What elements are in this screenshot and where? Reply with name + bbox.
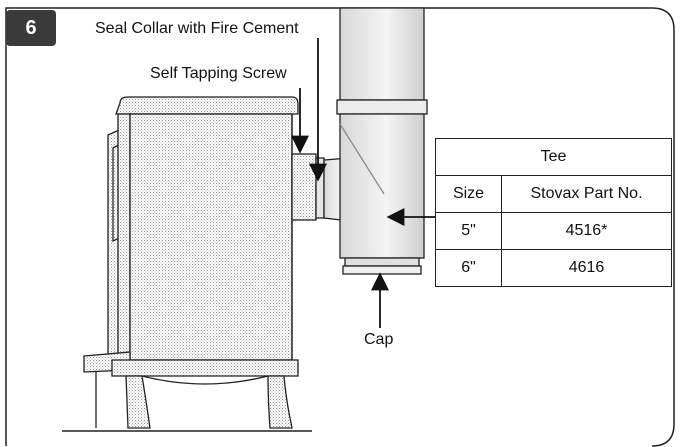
- table-row: 5" 4516*: [435, 212, 672, 250]
- table-header-row: Size Stovax Part No.: [435, 175, 672, 213]
- table-title-row: Tee: [435, 138, 672, 176]
- part-number-cell: 4516*: [501, 212, 672, 250]
- figure-border: [5, 7, 675, 447]
- part-number-header: Stovax Part No.: [501, 175, 672, 213]
- cap-label: Cap: [364, 331, 394, 348]
- size-cell: 5": [435, 212, 502, 250]
- tee-part-table: Tee Size Stovax Part No. 5" 4516* 6" 461…: [435, 138, 672, 287]
- table-title: Tee: [435, 138, 672, 176]
- seal-collar-label: Seal Collar with Fire Cement: [95, 20, 299, 37]
- stove-illustration: [83, 96, 299, 429]
- table-row: 6" 4616: [435, 249, 672, 287]
- self-tapping-screw-label: Self Tapping Screw: [150, 65, 287, 82]
- part-number-cell: 4616: [501, 249, 672, 287]
- size-header: Size: [435, 175, 502, 213]
- tee-pipe: [336, 7, 428, 275]
- step-number-badge: 6: [6, 10, 56, 46]
- size-cell: 6": [435, 249, 502, 287]
